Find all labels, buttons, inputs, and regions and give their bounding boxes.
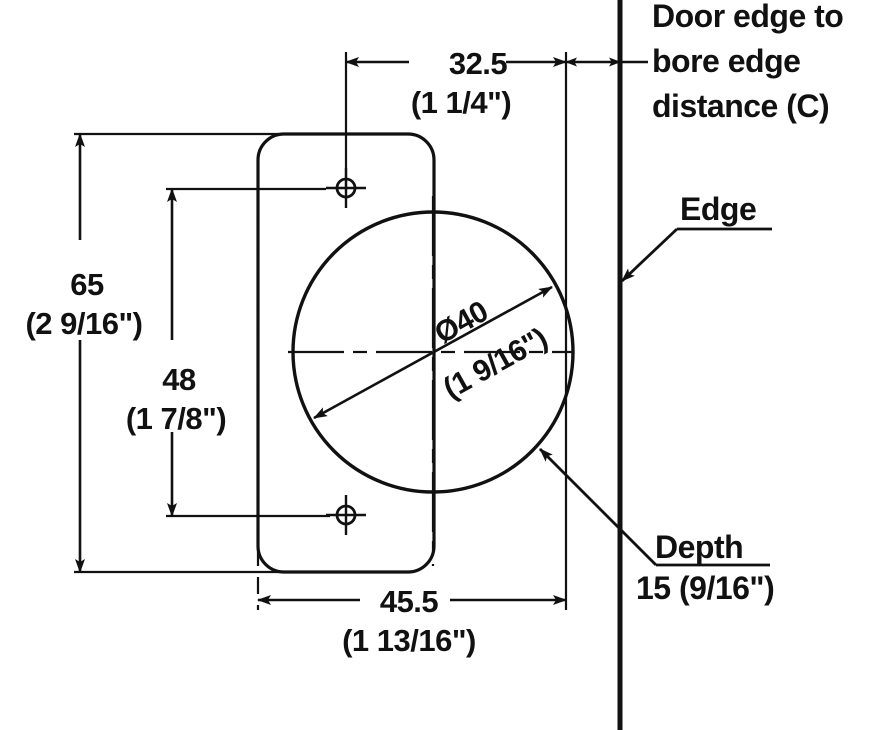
annotation-depth-value: 15 (9/16") <box>636 570 774 606</box>
annotation-depth-label: Depth <box>655 529 743 565</box>
dimension-48: 48 (1 7/8") <box>126 188 227 517</box>
dimension-45-5-metric: 45.5 <box>380 584 439 619</box>
annotation-edge-label: Edge <box>680 191 756 227</box>
annotation-depth: Depth 15 (9/16") <box>539 448 775 606</box>
dimension-bore-diameter-metric: Ø40 <box>429 295 493 351</box>
dimension-45-5: 45.5 (1 13/16") <box>257 584 567 658</box>
dimension-48-imperial: (1 7/8") <box>126 401 226 436</box>
dimension-45-5-imperial: (1 13/16") <box>342 623 476 658</box>
annotation-door-edge-line3: distance (C) <box>652 88 829 124</box>
dimension-65: 65 (2 9/16") <box>25 133 143 573</box>
annotation-door-edge-line2: bore edge <box>652 43 800 79</box>
annotation-door-edge-line1: Door edge to <box>652 0 843 34</box>
dimension-48-metric: 48 <box>162 362 196 397</box>
annotation-edge-leader-line <box>621 227 678 283</box>
dimension-32-5-metric: 32.5 <box>449 46 508 81</box>
dimension-65-metric: 65 <box>70 267 104 302</box>
dimension-32-5: 32.5 (1 1/4") <box>345 46 567 120</box>
annotation-depth-leader-line <box>539 448 657 566</box>
annotation-edge: Edge <box>621 191 772 283</box>
annotation-door-edge-to-bore: Door edge to bore edge distance (C) <box>652 0 844 124</box>
dimension-32-5-imperial: (1 1/4") <box>411 85 511 120</box>
screw-hole-bottom <box>326 495 366 535</box>
dimension-65-imperial: (2 9/16") <box>25 306 142 341</box>
